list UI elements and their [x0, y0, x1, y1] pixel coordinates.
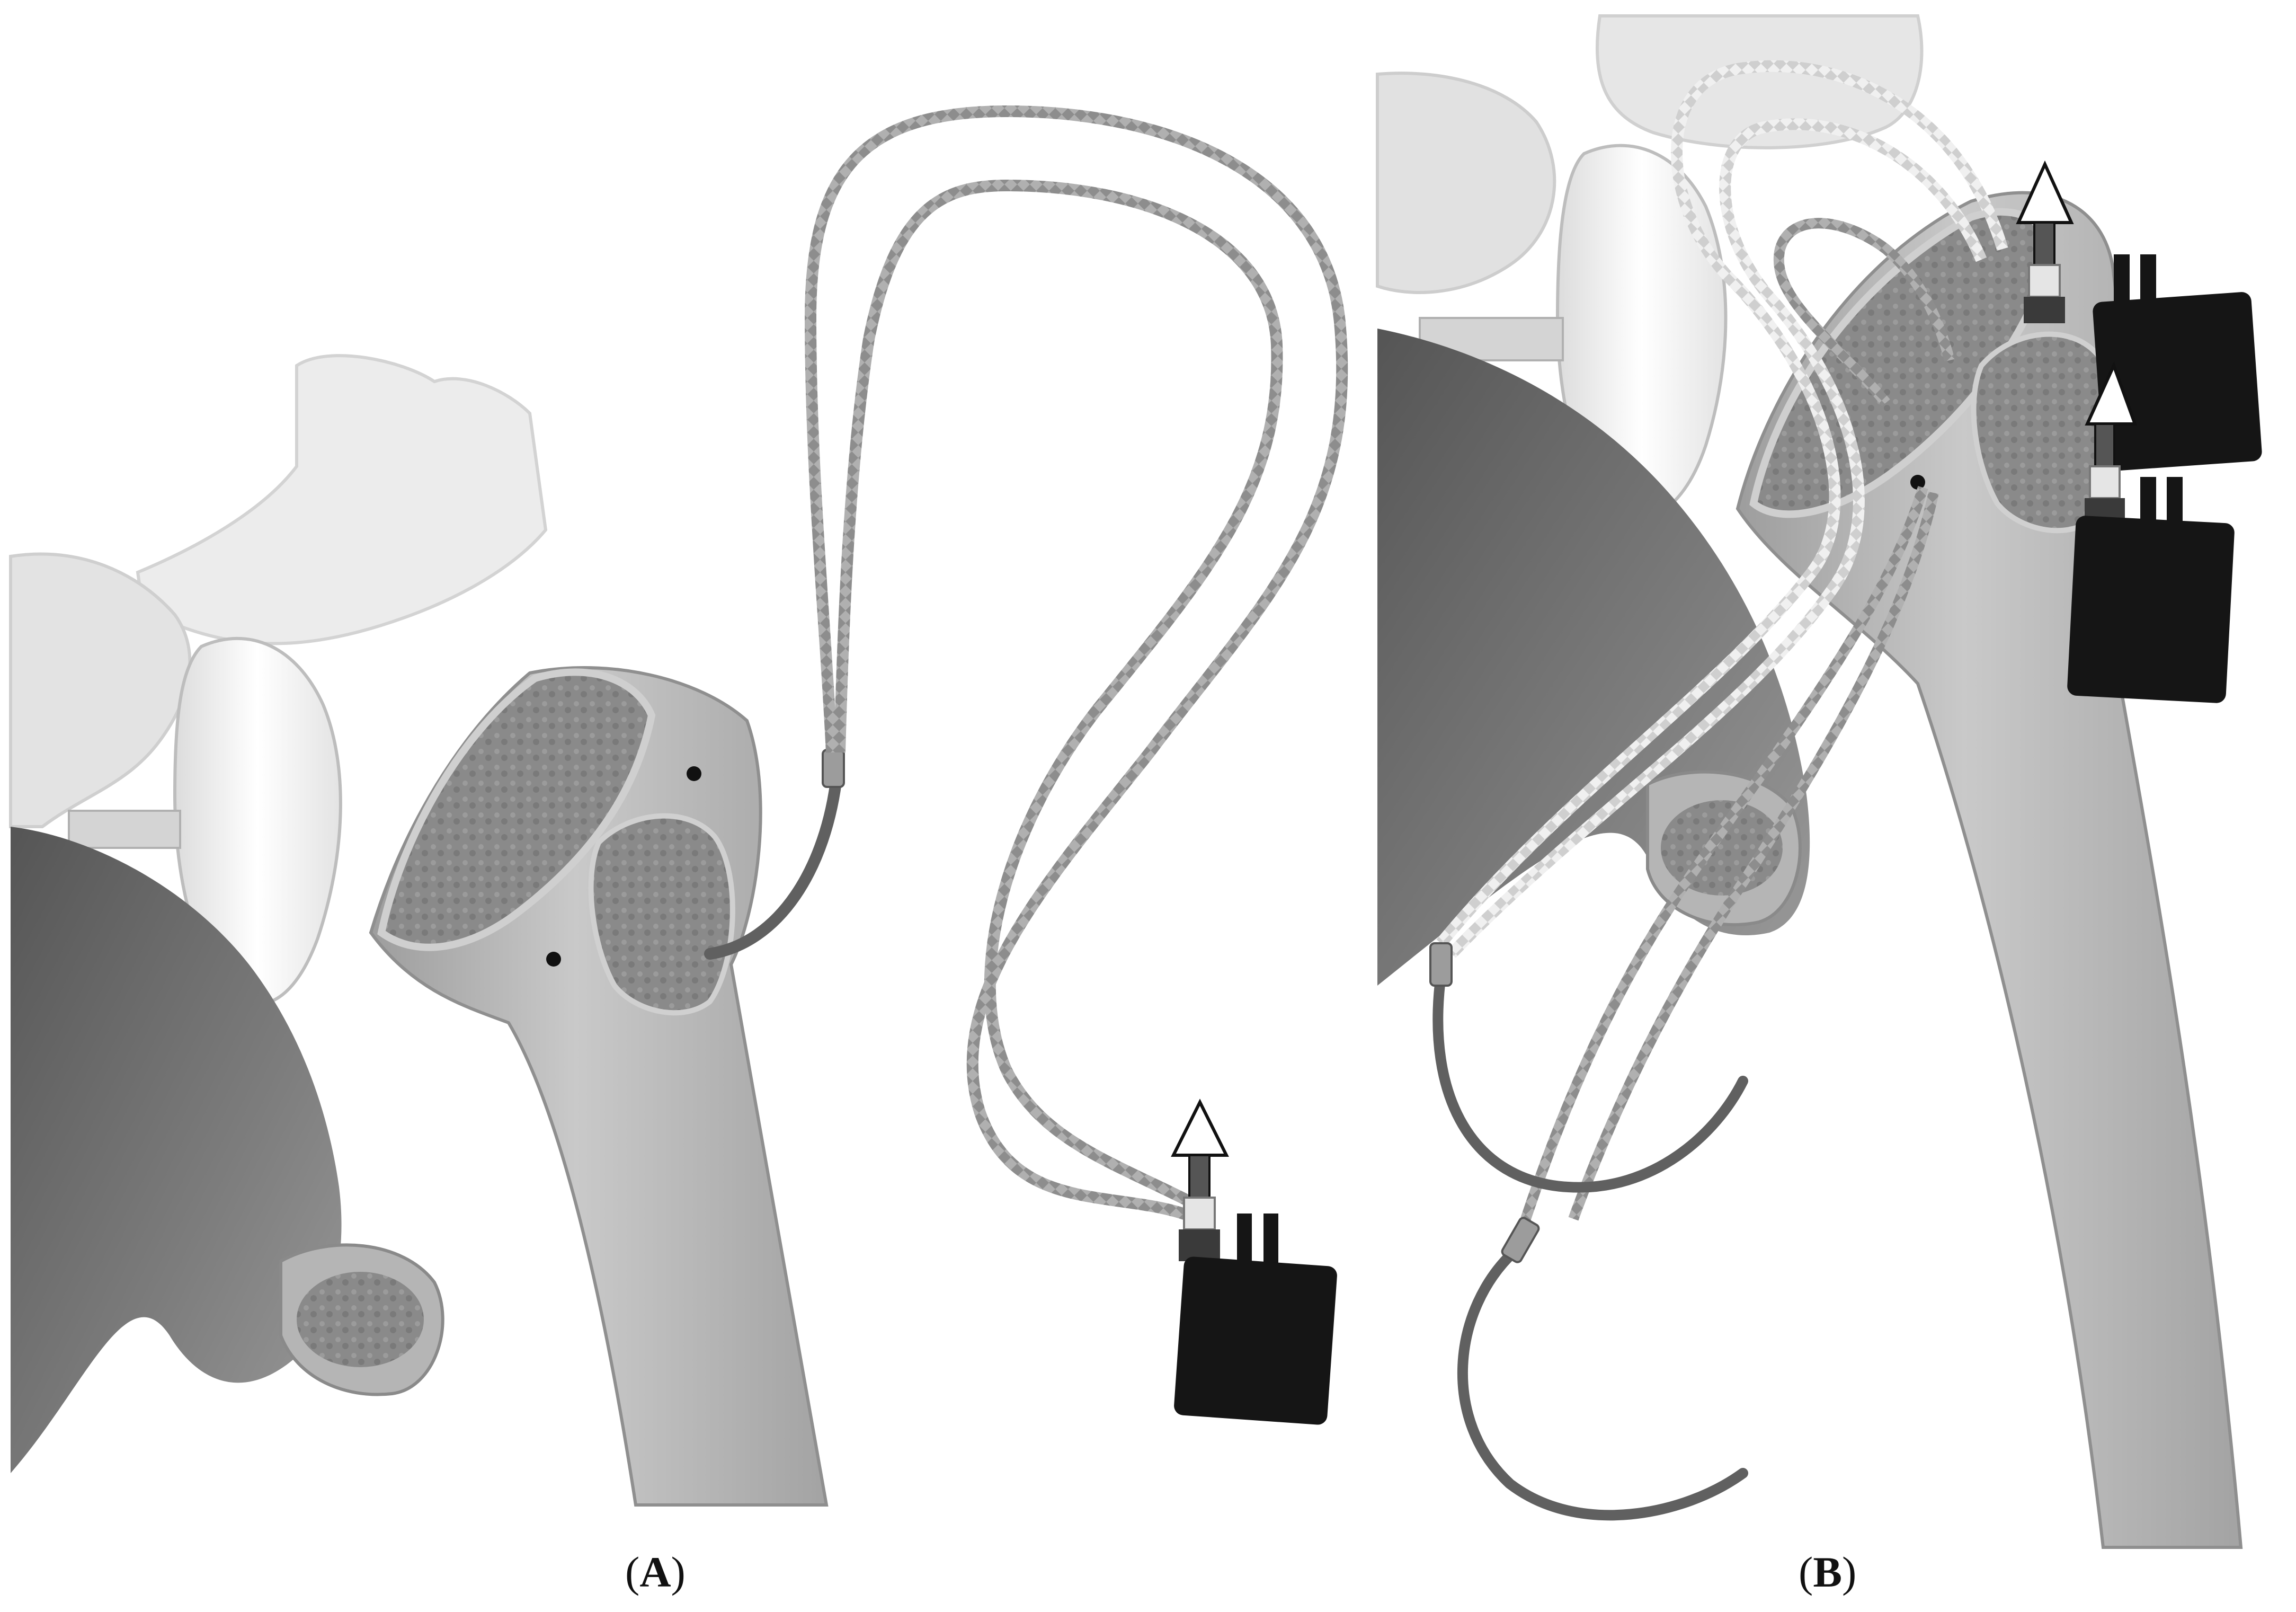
bone-tunnel: [687, 766, 701, 781]
needle-crimp: [1429, 942, 1453, 987]
scapula: [1376, 72, 1556, 294]
panel-label-a: (A): [625, 1548, 686, 1596]
panel-b: [1376, 14, 2262, 1549]
suture-loop: [1447, 118, 1987, 958]
curved-needle-icon: [1457, 1245, 1748, 1521]
suture-loop: [804, 105, 1348, 1225]
curved-needle-icon: [704, 768, 843, 960]
bone-tunnel: [1910, 475, 1925, 490]
suture-anchor-icon: [2067, 361, 2235, 703]
bone-tunnel: [546, 952, 561, 967]
baseplate-screw: [68, 810, 181, 849]
suture-loop: [834, 179, 1283, 1214]
curved-needle-icon: [1432, 970, 1748, 1193]
suture-loop: [1436, 60, 2008, 947]
suture-anchor-icon: [1171, 1099, 1337, 1425]
glenoid-implant: [173, 636, 342, 1006]
suture-anchor-icon: [2016, 160, 2262, 471]
needle-crimp: [1501, 1217, 1540, 1263]
suture-strand: [1520, 486, 1928, 1221]
acromion: [136, 354, 548, 645]
suture-loop: [1774, 218, 1955, 406]
suture-strand: [1568, 491, 1939, 1221]
muscle-cross-section: [297, 1272, 424, 1367]
deltoid-muscle: [11, 827, 342, 1473]
needle-crimp: [822, 749, 845, 788]
panel-label-b: (B): [1799, 1548, 1857, 1596]
greater-tuberosity: [588, 813, 735, 1016]
humeral-cut-surface: [377, 668, 656, 951]
panel-a: [9, 105, 1348, 1507]
